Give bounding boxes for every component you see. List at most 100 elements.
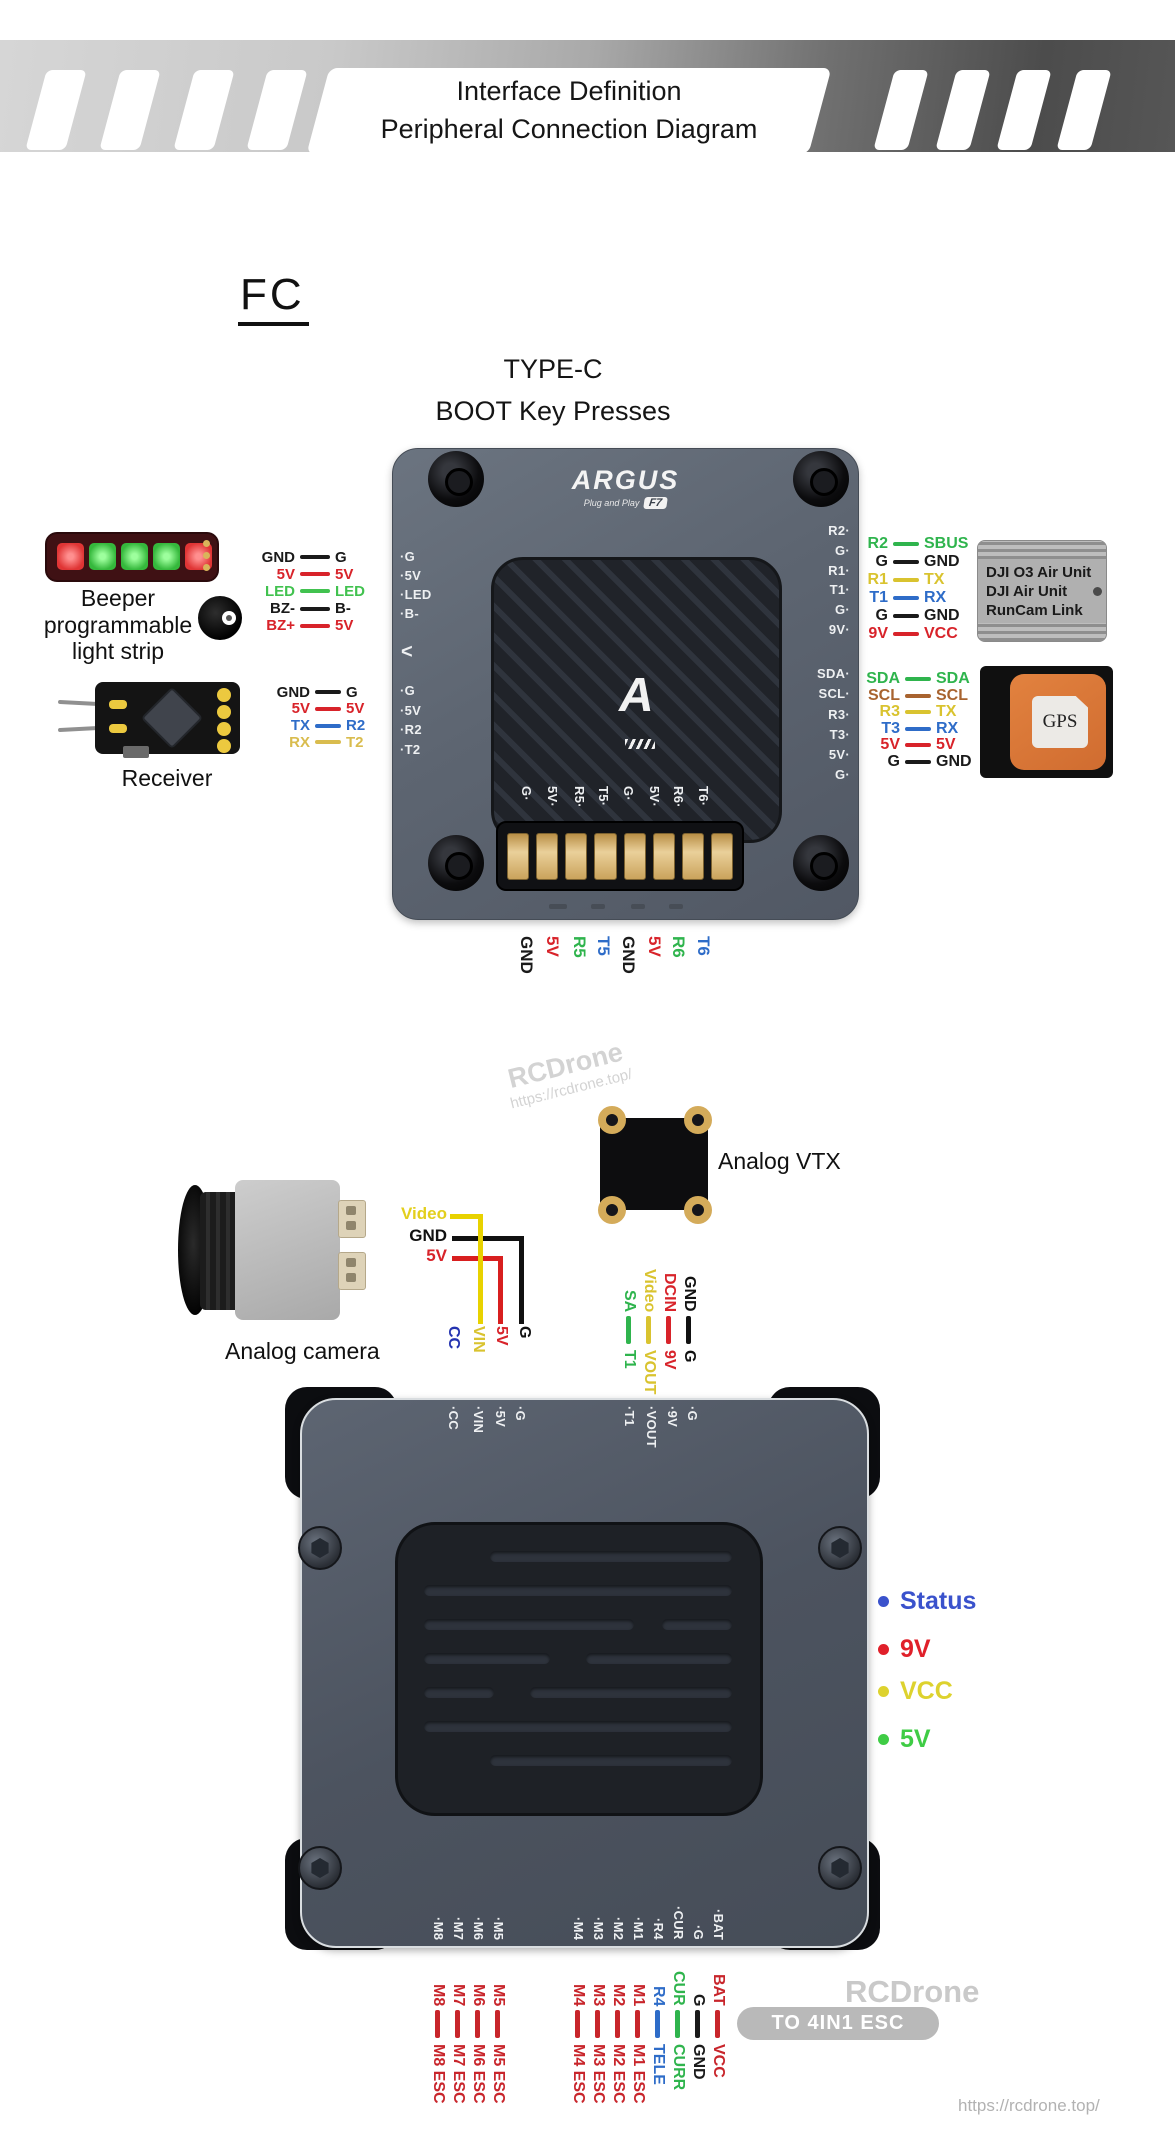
esc-wire-label: TELE <box>650 2044 667 2085</box>
esc-pin-label: M1 <box>630 1984 647 2007</box>
5v-wire <box>452 1256 503 1261</box>
legend-item: 9V <box>878 1635 931 1664</box>
camera-wire-label: 5V <box>426 1246 447 1265</box>
esc-wire-label: M3 ESC <box>590 2044 607 2104</box>
hex-screw-icon <box>298 1846 342 1890</box>
esc-pin-label: M3 <box>590 1984 607 2007</box>
wire-dash-icon <box>575 2010 580 2038</box>
camera-connector <box>338 1200 366 1238</box>
orientation-arrow-icon: < <box>401 641 413 663</box>
buzzer-icon <box>198 596 242 640</box>
board-edge-label: ·5V <box>493 1406 508 1428</box>
camera-connector <box>338 1252 366 1290</box>
board-edge-label: ·M5 <box>491 1917 506 1941</box>
legend-item: Status <box>878 1587 976 1616</box>
hex-screw-icon <box>818 1526 862 1570</box>
board-edge-label: ·R4 <box>651 1918 666 1940</box>
pin-label: TX <box>936 703 957 720</box>
watermark-bottom-brand: RCDrone <box>845 1974 980 2009</box>
pin-label: 5V <box>291 700 310 718</box>
pin-label: GND <box>276 683 310 701</box>
legend-label: 5V <box>900 1725 931 1753</box>
video-wire <box>450 1214 483 1219</box>
receiver-pad-icon <box>109 700 127 709</box>
pin-label: 9V <box>868 624 888 642</box>
camera-body <box>235 1180 340 1320</box>
esc-wire-label: M6 ESC <box>470 2044 487 2104</box>
board-edge-label: ·R2 <box>400 722 422 737</box>
pin-label: T3 <box>881 719 900 737</box>
fc-right-pin-labels-top: R2·G·R1·T1·G·9V· <box>760 521 850 640</box>
receiver-chip-icon <box>140 686 204 750</box>
board-edge-label: ·LED <box>400 587 432 602</box>
receiver-pad-icon <box>109 724 127 733</box>
pin-label: RX <box>924 588 947 606</box>
vtx-mount-ring-icon <box>684 1106 712 1134</box>
vtx-mount-ring-icon <box>684 1196 712 1224</box>
wire-dash-icon <box>715 2010 720 2038</box>
board-edge-label: ·M3 <box>591 1917 606 1941</box>
led-green-icon <box>153 543 180 570</box>
esc-wire-label: M2 ESC <box>610 2044 627 2104</box>
legend-dot-icon <box>878 1734 889 1745</box>
board-mark <box>591 904 605 909</box>
pin-label: R2 <box>867 535 888 552</box>
fc-bottom-connector <box>496 821 744 891</box>
board-mark <box>631 904 645 909</box>
board-edge-label: SCL· <box>818 686 850 702</box>
wire-dash-icon <box>905 677 931 681</box>
esc-pin-label: M2 <box>610 1984 627 2007</box>
wire-pair: BZ+5V <box>211 617 354 635</box>
pin-label: G <box>335 548 347 566</box>
wire-dash-icon <box>315 723 341 728</box>
banner-stripe <box>173 70 235 150</box>
fc-brand: ARGUS <box>571 465 680 495</box>
banner-stripe <box>246 70 308 150</box>
board-edge-label: ·5V <box>400 568 422 583</box>
pin-label: G <box>887 752 900 770</box>
board-edge-label: G· <box>834 602 850 618</box>
board-edge-label: T6· <box>696 786 711 807</box>
wire-dash-icon <box>695 2010 700 2038</box>
pin-label: BZ- <box>270 600 295 618</box>
vtx-pin-label: Video <box>641 1269 658 1313</box>
board-edge-label: ·VIN <box>471 1406 486 1434</box>
led-green-icon <box>89 543 116 570</box>
led-red-icon <box>57 543 84 570</box>
banner-stripe <box>99 70 161 150</box>
receiver-pad-icon <box>217 688 231 702</box>
banner-stripe <box>996 70 1052 150</box>
pin-label: GND <box>924 606 960 624</box>
pin-label: GND <box>936 752 972 770</box>
board-edge-label: T1· <box>829 582 850 598</box>
legend-label: VCC <box>900 1677 953 1705</box>
pin-label: 5V <box>880 736 900 753</box>
receiver-caption: Receiver <box>121 765 213 791</box>
board-edge-label: R2· <box>828 523 850 538</box>
vtx-board <box>600 1118 708 1210</box>
wire-dash-icon <box>435 2010 440 2038</box>
pin-label: RX <box>936 719 959 737</box>
wire-dash-icon <box>300 606 330 611</box>
fc2-pin-label: VOUT <box>641 1350 658 1395</box>
esc-wire-label: M5 ESC <box>490 2044 507 2104</box>
pin-label: GND <box>924 552 960 570</box>
wire-dash-icon <box>905 726 931 731</box>
fc-right-pin-labels-bottom: SDA·SCL·R3·T3·5V·G· <box>760 664 850 786</box>
banner-stripe <box>873 70 929 150</box>
board-edge-label: G· <box>834 767 850 783</box>
pin-label: 5V <box>335 565 354 583</box>
fc-bottom-pin-label: T5 <box>594 936 613 956</box>
wire-dash-icon <box>655 2010 660 2038</box>
pin-label: 5V <box>335 617 354 635</box>
wire-dash-icon <box>893 542 919 546</box>
receiver-antenna-wire <box>57 699 101 707</box>
board-edge-label: G· <box>519 786 534 802</box>
banner-title-line2: Peripheral Connection Diagram <box>380 114 758 144</box>
esc-pin-label: G <box>690 1994 707 2007</box>
